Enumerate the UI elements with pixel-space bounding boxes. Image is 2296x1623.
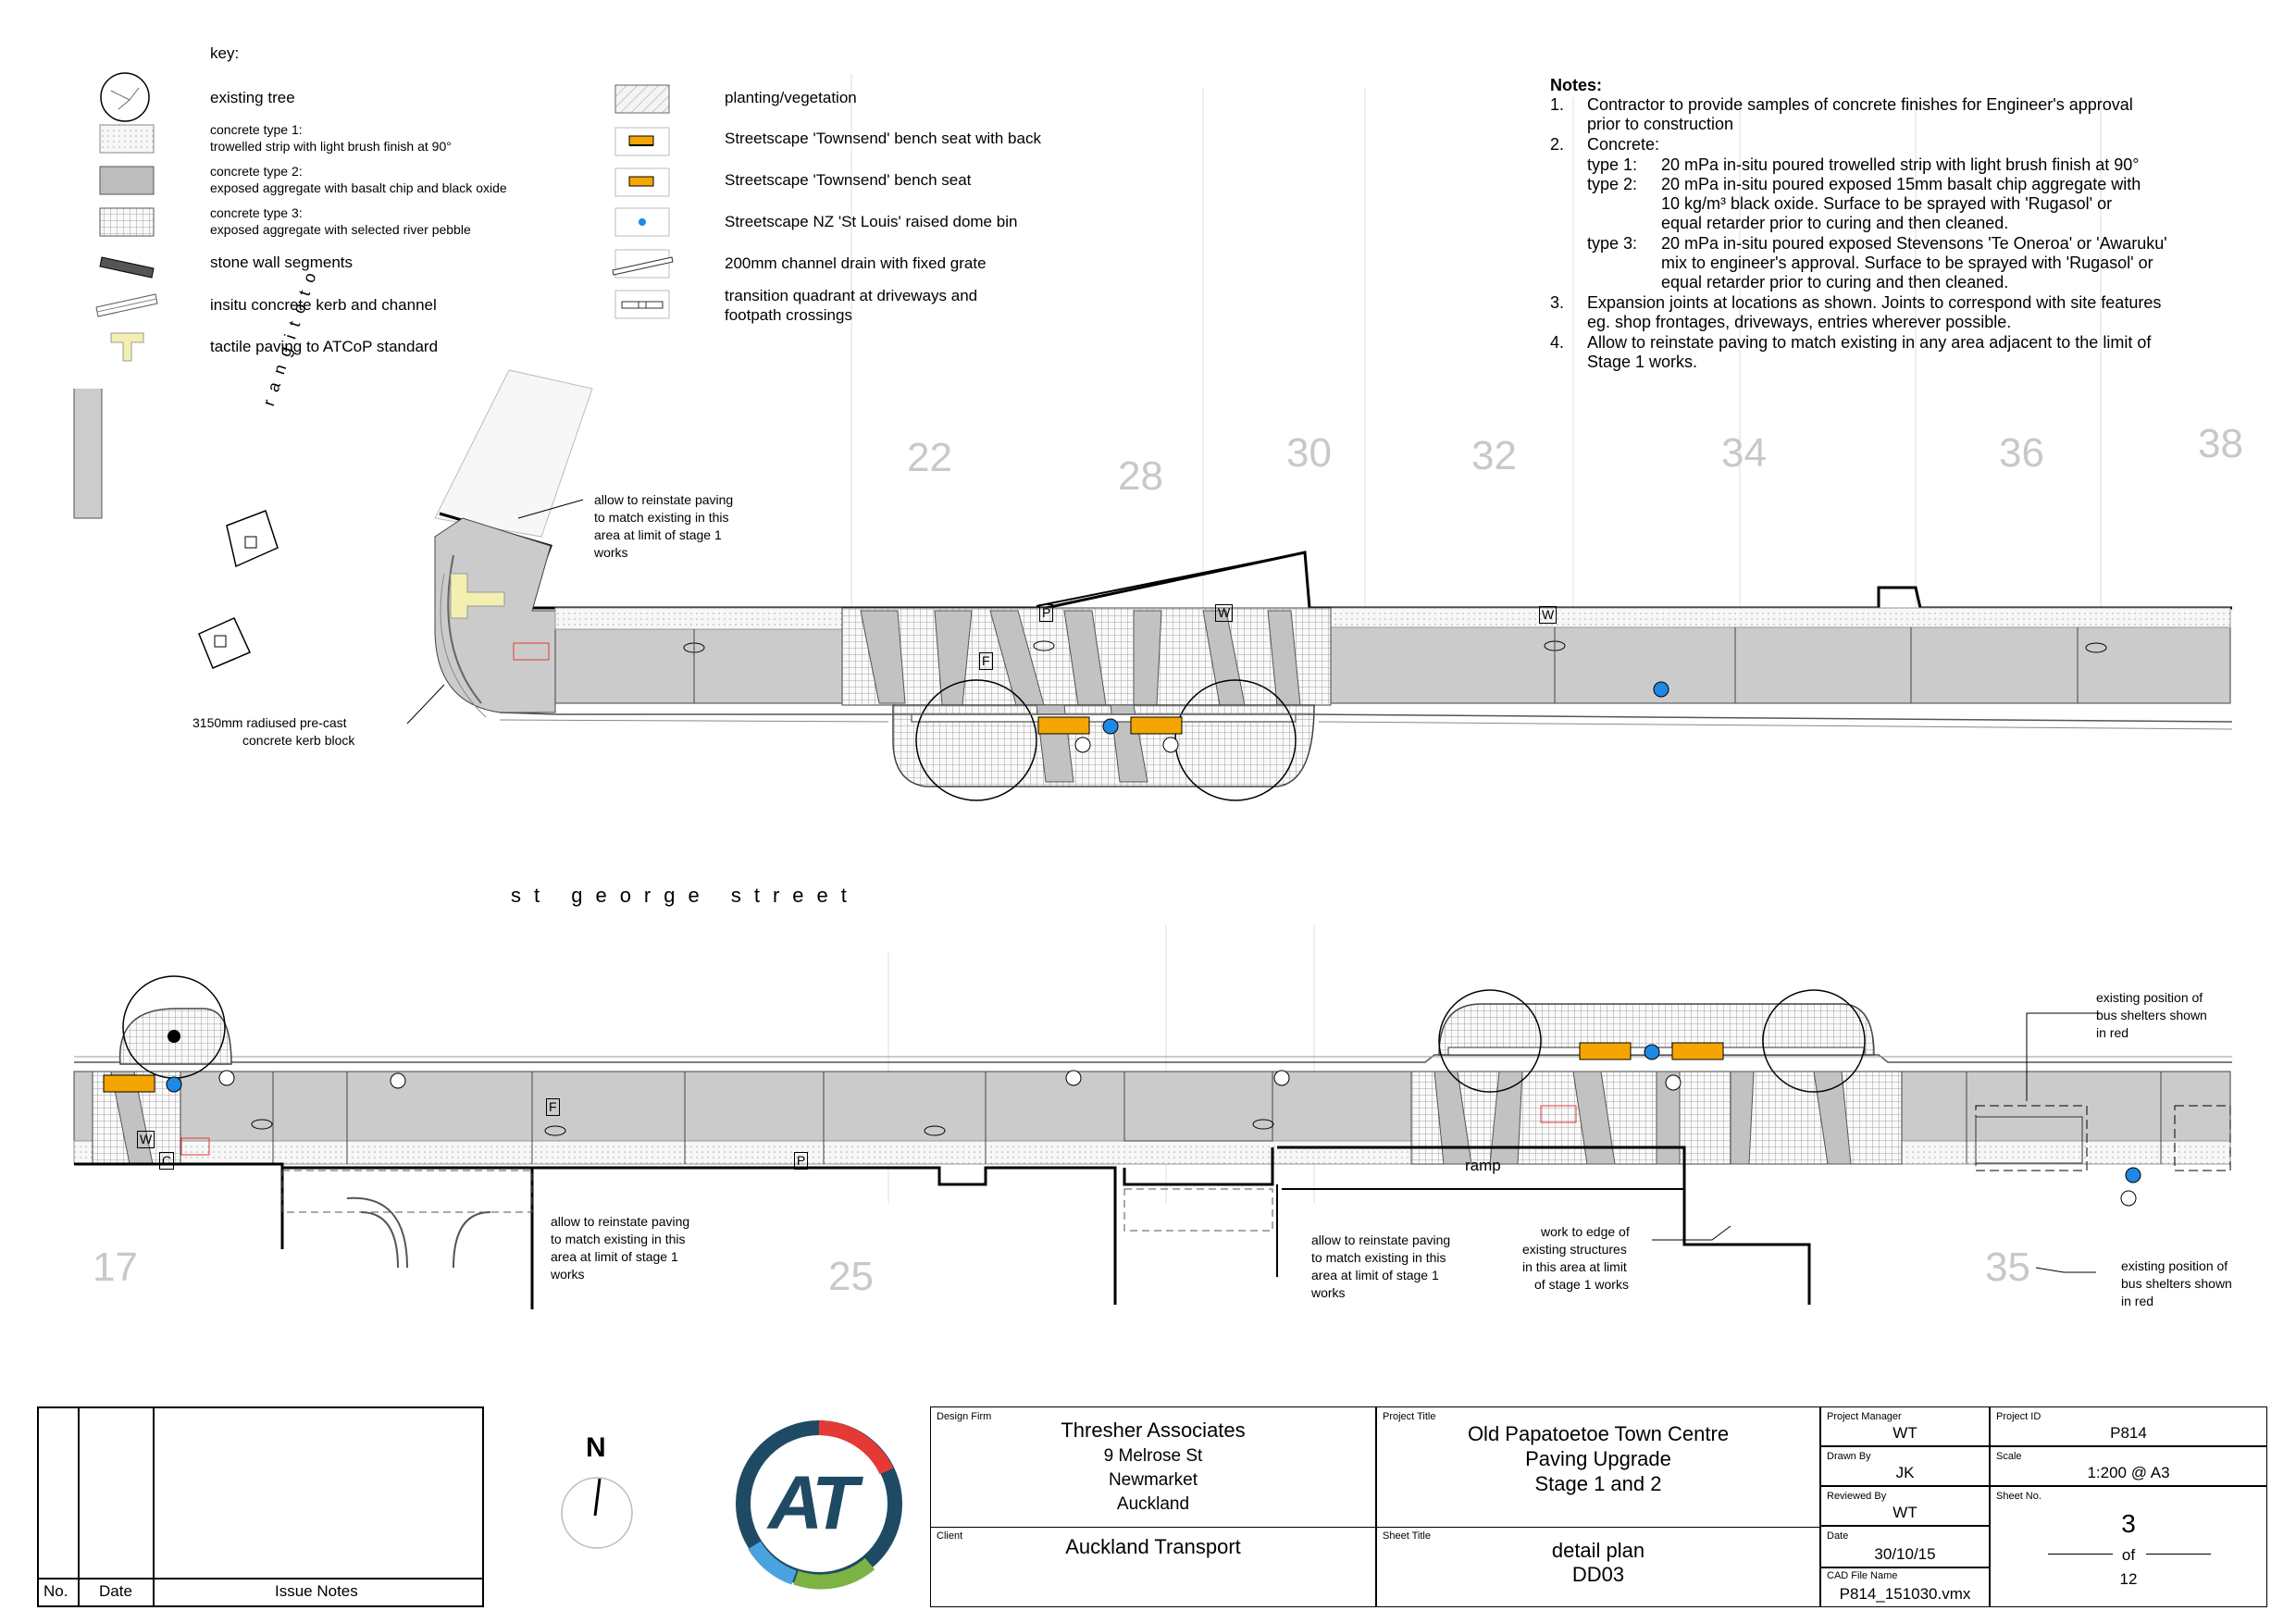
revision-table (37, 1406, 484, 1607)
marker-w: W (1215, 604, 1234, 622)
key-channel-drain: 200mm channel drain with fixed grate (725, 254, 987, 272)
ramp-label: ramp (1465, 1157, 1501, 1174)
key-title: key: (210, 44, 240, 62)
tactile-swatch (110, 332, 144, 362)
sheet-total: 12 (2119, 1570, 2138, 1588)
rev-no-header: No. (43, 1582, 68, 1600)
tree-symbol-icon (100, 72, 150, 122)
plan-north-side (73, 74, 2233, 801)
key-planting: planting/vegetation (725, 89, 857, 106)
rev-date-header: Date (99, 1582, 132, 1600)
marker-p: P (1039, 604, 1054, 622)
lot-36: 36 (1999, 430, 2044, 476)
key-concrete2-l1: concrete type 2: (210, 164, 303, 179)
scale: 1:200 @ A3 (2087, 1464, 2170, 1481)
key-concrete3-l1: concrete type 3: (210, 205, 303, 220)
drawn-by: JK (1895, 1464, 1915, 1481)
reviewed-by: WT (1893, 1504, 1917, 1521)
firm-panel: Design Firm Thresher Associates 9 Melros… (930, 1406, 1376, 1607)
cad-file: P814_151030.vmx (1839, 1585, 1971, 1603)
lot-28: 28 (1118, 453, 1163, 499)
marker-c: C (159, 1152, 175, 1170)
lot-38: 38 (2198, 421, 2243, 466)
key-concrete1-l1: concrete type 1: (210, 122, 303, 137)
concrete-type1-swatch (99, 124, 155, 154)
marker-p2: P (794, 1152, 809, 1170)
key-swatches (95, 72, 674, 362)
key-existing-tree: existing tree (210, 89, 295, 106)
client-name: Auckland Transport (1065, 1535, 1241, 1558)
project-manager: WT (1893, 1424, 1917, 1442)
notes-title: Notes: (1550, 76, 1603, 94)
concrete-type2-swatch (99, 166, 155, 195)
plan-south-side (73, 925, 2232, 1309)
lot-34: 34 (1721, 430, 1767, 476)
planting-swatch (614, 84, 670, 114)
project-id: P814 (2110, 1424, 2147, 1442)
key-concrete1-l2: trowelled strip with light brush finish … (210, 139, 452, 154)
street-name: st george street (511, 884, 860, 907)
channel-drain-icon (612, 256, 674, 276)
marker-w2: W (1539, 606, 1558, 624)
key-transition-l1: transition quadrant at driveways and (725, 287, 978, 304)
marker-f2: F (546, 1098, 560, 1116)
key-tactile: tactile paving to ATCoP standard (210, 338, 439, 355)
lot-22: 22 (907, 435, 952, 480)
logo-text: AT (768, 1461, 858, 1545)
bench-icon (628, 176, 654, 187)
key-bin: Streetscape NZ 'St Louis' raised dome bi… (725, 213, 1018, 230)
key-bench-back: Streetscape 'Townsend' bench seat with b… (725, 130, 1041, 147)
stone-wall-swatch (99, 256, 155, 279)
lot-30: 30 (1286, 430, 1332, 476)
key-concrete2-l2: exposed aggregate with basalt chip and b… (210, 180, 507, 195)
lot-35: 35 (1985, 1245, 2030, 1290)
project-title: Old Papatoetoe Town Centre (1467, 1422, 1730, 1445)
rev-notes-header: Issue Notes (275, 1582, 358, 1600)
north-label: N (586, 1432, 606, 1463)
key-concrete3-l2: exposed aggregate with selected river pe… (210, 222, 471, 237)
lot-32: 32 (1471, 433, 1517, 478)
bench-back-icon (628, 135, 654, 146)
sheet-title: detail plan (1551, 1539, 1645, 1562)
lot-25: 25 (828, 1254, 874, 1299)
north-arrow (561, 1477, 633, 1549)
key-transition-l2: footpath crossings (725, 306, 852, 324)
issue-date: 30/10/15 (1874, 1545, 1936, 1563)
leader-lines (406, 499, 2101, 1273)
concrete-type3-swatch (99, 207, 155, 237)
key-bench: Streetscape 'Townsend' bench seat (725, 171, 972, 189)
at-logo (736, 1420, 902, 1590)
firm-name: Thresher Associates (1061, 1419, 1246, 1442)
sheet-of: of (2121, 1546, 2136, 1564)
bin-icon (639, 218, 646, 226)
sheet-number: 3 (2121, 1509, 2136, 1538)
key-stone-wall: stone wall segments (210, 254, 354, 271)
marker-w3: W (137, 1131, 155, 1148)
key-kerb: insitu concrete kerb and channel (210, 296, 437, 314)
project-panel: Project Title Old Papatoetoe Town Centre… (1376, 1406, 1820, 1607)
marker-f: F (979, 652, 993, 670)
lot-17: 17 (93, 1245, 138, 1290)
